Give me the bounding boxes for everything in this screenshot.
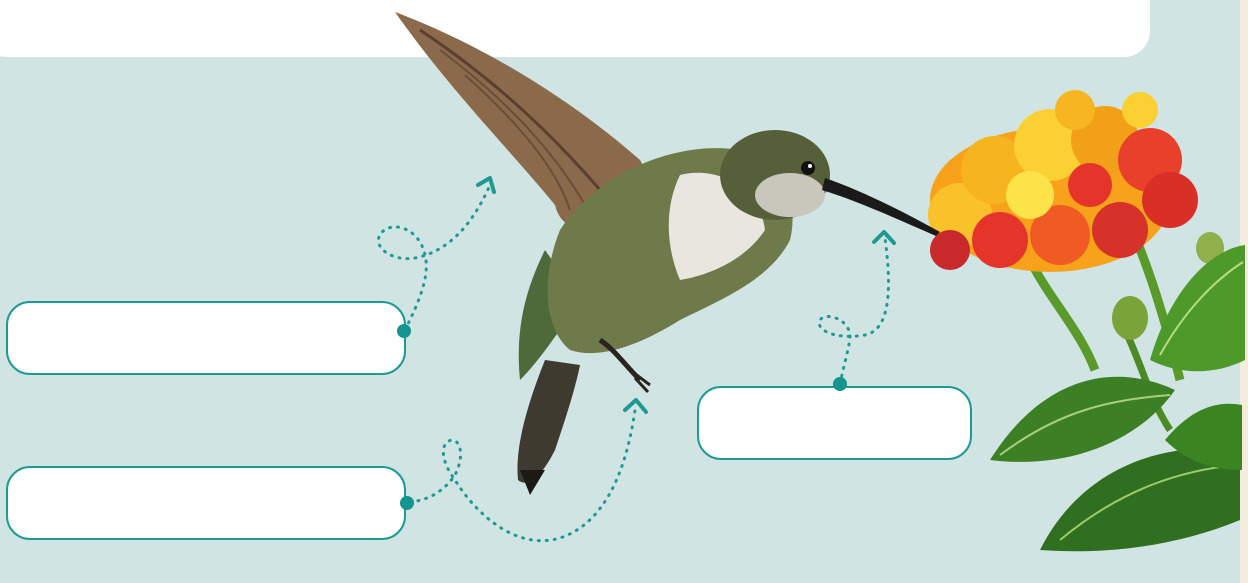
beak-connector-dot (833, 377, 847, 391)
wing-arrowhead-icon (476, 176, 496, 194)
top-panel (0, 0, 1150, 57)
beak-label-box[interactable] (697, 386, 972, 460)
wing-connector-dot (397, 324, 411, 338)
hummingbird-illustration (395, 12, 940, 495)
tail-pointer-line (408, 408, 637, 543)
tail-connector-dot (400, 496, 414, 510)
tail-label-box[interactable] (6, 466, 406, 540)
wing-pointer-line (376, 183, 492, 332)
wing-label-box[interactable] (6, 301, 406, 375)
pointer-lines (376, 183, 890, 543)
tail-arrowhead-icon (623, 398, 648, 414)
flower-illustration (928, 90, 1245, 552)
flower-arrowhead-icon (872, 230, 896, 245)
flower-pointer-line (817, 236, 890, 386)
